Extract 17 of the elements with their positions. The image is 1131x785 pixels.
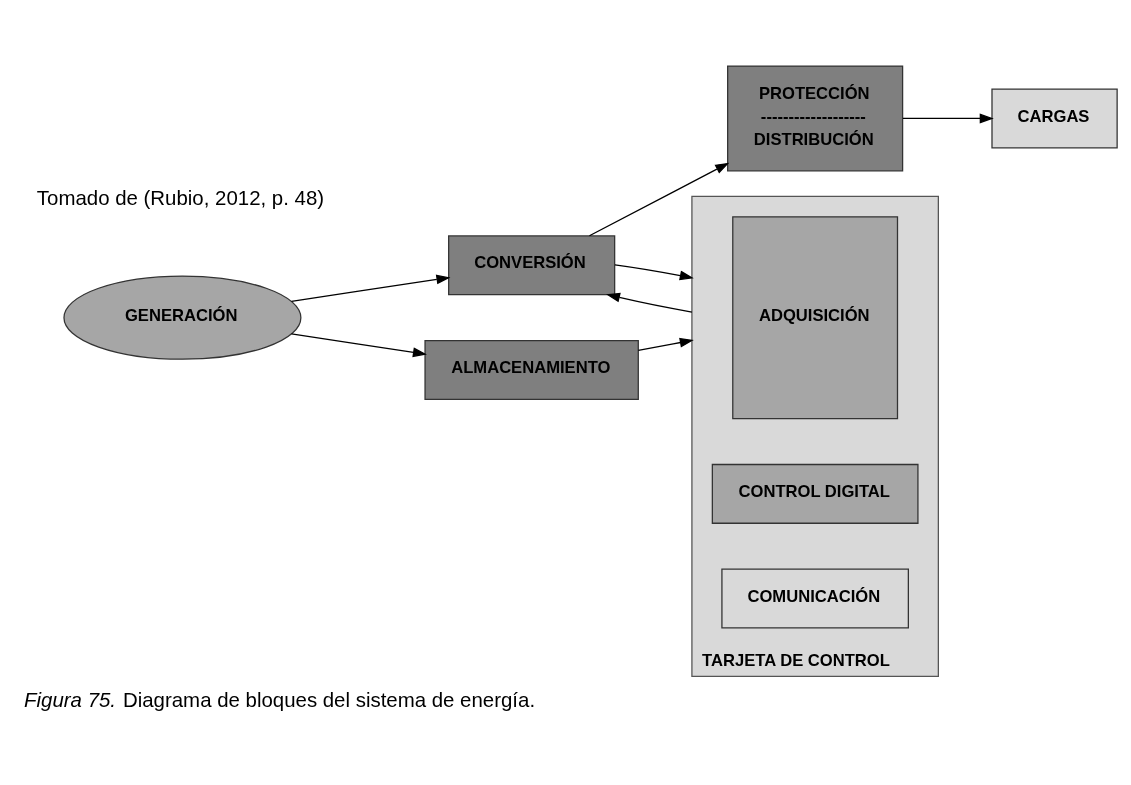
label: Tomado de (Rubio, 2012, p. 48) bbox=[36, 186, 325, 209]
arrow bbox=[588, 162, 730, 236]
node-box: ADQUISICIÓN bbox=[732, 215, 899, 419]
caption: Figura 75. Diagrama de bloques del sistema de energía. bbox=[24, 688, 536, 711]
arrow bbox=[902, 113, 994, 123]
arrow bbox=[614, 263, 694, 280]
arrow bbox=[290, 332, 427, 357]
node-box: COMUNICACIÓN bbox=[721, 568, 909, 629]
node-box: CONVERSIÓN bbox=[448, 234, 616, 295]
node-ellipse: GENERACIÓN bbox=[63, 274, 302, 360]
arrow bbox=[637, 337, 694, 351]
node-box: ALMACENAMIENTO bbox=[424, 339, 639, 400]
node-box: CARGAS bbox=[991, 87, 1118, 148]
node-box: PROTECCIÓN ------------------- DISTRIBUCIÓN bbox=[727, 64, 904, 171]
node-box: CONTROL DIGITAL bbox=[711, 463, 919, 524]
arrow bbox=[290, 274, 451, 302]
arrow bbox=[605, 292, 693, 313]
